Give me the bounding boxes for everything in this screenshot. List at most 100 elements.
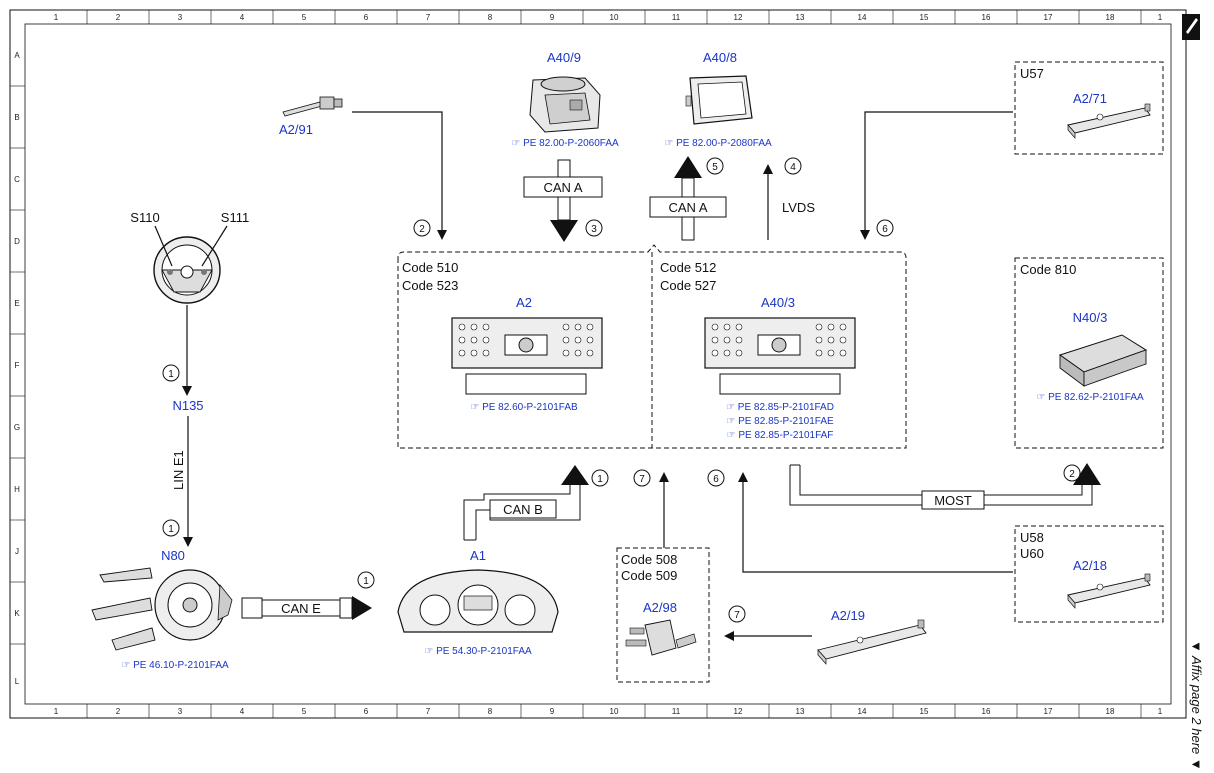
col-label: 13 [796, 13, 805, 22]
row-label: C [14, 175, 20, 184]
row-label: L [15, 677, 20, 686]
label-a1: A1 [470, 548, 486, 563]
ref-a40-8: ☞ PE 82.00-P-2080FAA [664, 138, 772, 149]
col-label: 3 [178, 707, 183, 716]
row-label: F [15, 361, 20, 370]
row-label: H [14, 485, 20, 494]
callout-4: 4 [790, 162, 796, 173]
label-a40-8: A40/8 [703, 50, 737, 65]
col-label: 8 [488, 707, 493, 716]
callout-2: 2 [1069, 469, 1075, 480]
col-label: 6 [364, 707, 369, 716]
label-n80: N80 [161, 548, 185, 563]
steering-column-switch-icon [91, 567, 233, 651]
margin-note: ▼ Affix page 2 here ▼ [1189, 640, 1204, 771]
bus-arrow-can-a-down [523, 159, 603, 242]
col-label: 1 [54, 13, 59, 22]
col-label: 1 [54, 707, 59, 716]
box-code-810 [1014, 257, 1164, 449]
controller-knob-icon [529, 76, 601, 133]
callout-6: 6 [713, 474, 719, 485]
col-label: 1 [1158, 707, 1163, 716]
bus-lin-e1: LIN E1 [171, 450, 186, 490]
col-label: 10 [610, 707, 619, 716]
bus-arrow-can-a-up [649, 156, 727, 241]
label-a2-71: A2/71 [1073, 91, 1107, 106]
label-a2-98: A2/98 [643, 600, 677, 615]
row-label: K [14, 609, 20, 618]
col-label: 4 [240, 707, 245, 716]
callout-7: 7 [734, 610, 740, 621]
label-n135: N135 [172, 398, 203, 413]
tuner-module-icon [817, 619, 927, 665]
box-head-unit [397, 244, 907, 449]
col-label: 17 [1044, 707, 1053, 716]
display-screen-icon [685, 75, 753, 125]
code-512: Code 512 [660, 260, 716, 275]
row-label: G [14, 423, 20, 432]
tuner-module-icon [1067, 103, 1151, 139]
bus-most: MOST [934, 493, 972, 508]
col-label: 8 [488, 13, 493, 22]
code-810: Code 810 [1020, 262, 1076, 277]
col-label: 6 [364, 13, 369, 22]
bus-lvds: LVDS [782, 200, 815, 215]
label-a40-3: A40/3 [761, 295, 795, 310]
row-label: B [14, 113, 19, 122]
callout-7: 7 [639, 474, 645, 485]
pencil-icon [1182, 14, 1200, 40]
code-u58: U58 [1020, 530, 1044, 545]
col-label: 4 [240, 13, 245, 22]
amplifier-icon [1058, 334, 1148, 387]
box-u57 [1014, 61, 1164, 155]
col-label: 17 [1044, 13, 1053, 22]
ref-n40-3: ☞ PE 82.62-P-2101FAA [1036, 392, 1144, 403]
bus-can-e: CAN E [281, 601, 321, 616]
col-label: 18 [1106, 707, 1115, 716]
code-u57: U57 [1020, 66, 1044, 81]
receiver-module-icon [625, 619, 697, 656]
col-label: 5 [302, 707, 307, 716]
row-label: A [14, 51, 20, 60]
row-label: E [14, 299, 19, 308]
callout-1: 1 [363, 576, 369, 587]
bus-can-a: CAN A [668, 200, 707, 215]
bus-arrow-can-b [463, 465, 589, 541]
ref-a40-3-fae: ☞ PE 82.85-P-2101FAE [726, 416, 834, 427]
col-label: 16 [982, 707, 991, 716]
bus-arrow-most [789, 463, 1101, 510]
instrument-cluster-icon [397, 569, 559, 633]
row-label: J [15, 547, 19, 556]
antenna-rod-icon [282, 96, 343, 117]
col-label: 11 [672, 13, 681, 22]
label-a2: A2 [516, 295, 532, 310]
box-u58 [1014, 525, 1164, 623]
callout-6: 6 [882, 224, 888, 235]
ref-a2: ☞ PE 82.60-P-2101FAB [470, 402, 578, 413]
head-unit-icon [704, 317, 856, 395]
callout-5: 5 [712, 162, 718, 173]
col-label: 12 [734, 13, 743, 22]
code-523: Code 523 [402, 278, 458, 293]
label-a2-91: A2/91 [279, 122, 313, 137]
col-label: 2 [116, 707, 121, 716]
code-509: Code 509 [621, 568, 677, 583]
callout-1: 1 [597, 474, 603, 485]
col-label: 3 [178, 13, 183, 22]
col-label: 7 [426, 13, 431, 22]
ref-n80: ☞ PE 46.10-P-2101FAA [121, 660, 229, 671]
col-label: 10 [610, 13, 619, 22]
column-ruler-top: 1 2 3 4 5 6 7 8 9 10 11 12 13 14 15 16 1… [54, 10, 1163, 24]
col-label: 12 [734, 707, 743, 716]
bus-can-a: CAN A [543, 180, 582, 195]
callout-1: 1 [168, 524, 174, 535]
col-label: 9 [550, 707, 555, 716]
code-510: Code 510 [402, 260, 458, 275]
col-label: 2 [116, 13, 121, 22]
bus-can-b: CAN B [503, 502, 543, 517]
row-label: D [14, 237, 20, 246]
callout-1: 1 [168, 369, 174, 380]
callout-3: 3 [591, 224, 597, 235]
col-label: 5 [302, 13, 307, 22]
